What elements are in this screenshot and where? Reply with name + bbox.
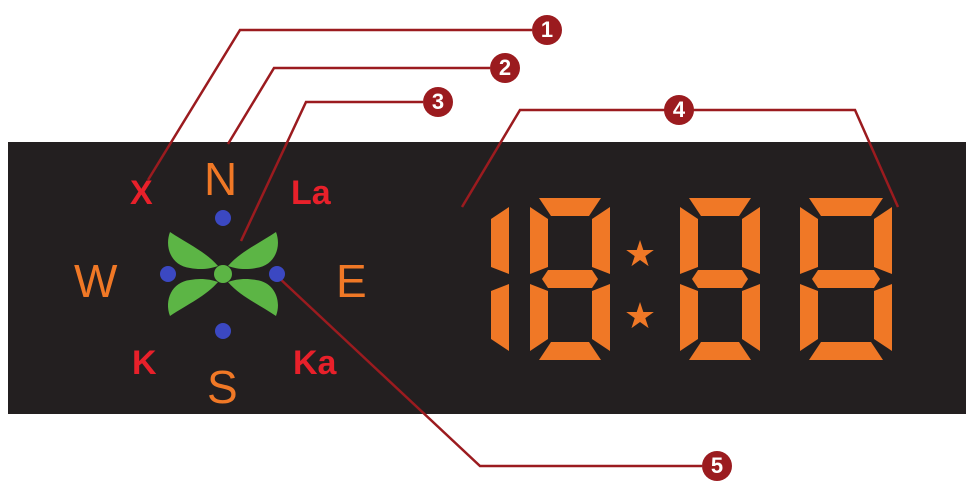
digit-3-segment-g [692, 270, 748, 288]
digit-3-segment-c [742, 284, 760, 351]
label-southeast: Ka [293, 344, 337, 382]
leaf-bottom-left [168, 278, 218, 316]
leaf-group [168, 232, 278, 316]
digit-2-segment-f [530, 207, 548, 274]
label-west: W [74, 255, 118, 307]
label-northeast: La [291, 174, 331, 212]
colon-star-bottom: ★ [624, 296, 656, 337]
dot-south [215, 323, 231, 339]
leaf-bottom-right [228, 278, 278, 316]
label-east: E [336, 255, 367, 307]
leader-line-2 [226, 66, 490, 145]
digit-3-segment-b [742, 207, 760, 274]
digit-2-segment-a [539, 198, 601, 216]
digit-4-segment-d [809, 342, 883, 360]
label-northwest: X [130, 174, 153, 212]
digit-1-segment-c [491, 284, 509, 351]
digit-4-segment-f [800, 207, 818, 274]
seven-segment-display [491, 198, 892, 360]
callout-3: 3 [423, 87, 453, 117]
dot-east [269, 266, 285, 282]
colon-star-top: ★ [624, 234, 656, 275]
digit-4-segment-a [809, 198, 883, 216]
leader-line-5 [276, 275, 702, 468]
center-dot [214, 265, 232, 283]
digit-2-segment-b [592, 207, 610, 274]
label-north: N [204, 153, 238, 205]
leaf-top-right [228, 232, 278, 270]
digit-3-segment-f [680, 207, 698, 274]
leader-line-3 [239, 100, 423, 242]
callout-4: 4 [664, 95, 694, 125]
digit-2-segment-d [539, 342, 601, 360]
digit-2-segment-g [542, 270, 598, 288]
digit-4-segment-c [874, 284, 892, 351]
digit-3-segment-e [680, 284, 698, 351]
callout-1: 1 [532, 15, 562, 45]
digit-4-segment-b [874, 207, 892, 274]
leaf-top-left [168, 232, 218, 270]
digit-1-segment-b [491, 207, 509, 274]
digit-2-segment-c [592, 284, 610, 351]
digit-4-segment-e [800, 284, 818, 351]
dot-north [215, 210, 231, 226]
leader-line-1 [146, 28, 532, 181]
digit-4-segment-g [812, 270, 880, 288]
callout-2: 2 [490, 53, 520, 83]
digit-2-segment-e [530, 284, 548, 351]
digit-3-segment-a [689, 198, 751, 216]
callout-5: 5 [702, 451, 732, 481]
dot-west [160, 266, 176, 282]
label-southwest: K [132, 344, 157, 382]
digit-3-segment-d [689, 342, 751, 360]
label-south: S [207, 361, 238, 413]
